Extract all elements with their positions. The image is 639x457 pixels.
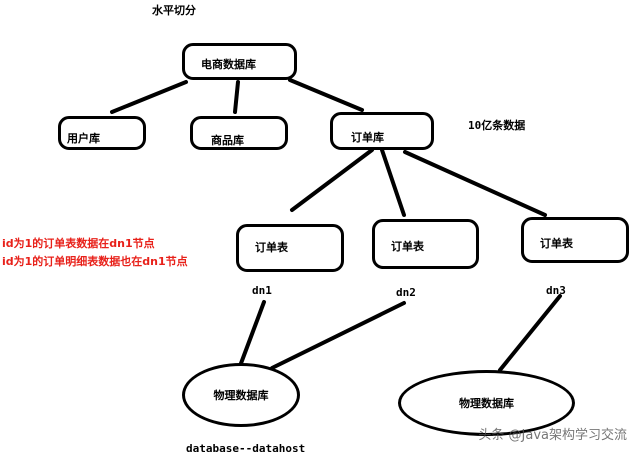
diagram-title: 水平切分 <box>152 4 196 17</box>
ecommerce-database-node: 电商数据库 <box>182 43 297 80</box>
order-table-node-2: 订单表 <box>372 219 479 269</box>
node-label-dn1: dn1 <box>252 284 272 297</box>
database-datahost-mapping-label: database--datahost <box>186 442 306 455</box>
order-table-label-3: 订单表 <box>540 237 573 250</box>
edge-order-table3 <box>403 150 547 217</box>
order-table-node-3: 订单表 <box>521 217 629 263</box>
physical-database-node-1: 物理数据库 <box>182 363 300 427</box>
ecommerce-database-label: 电商数据库 <box>201 58 256 71</box>
order-table-label-1: 订单表 <box>255 241 288 254</box>
edge-root-product <box>233 80 240 114</box>
order-database-node: 订单库 <box>330 112 434 150</box>
edge-root-order <box>288 78 364 112</box>
edge-order-table1 <box>290 148 374 212</box>
user-database-node: 用户库 <box>58 116 146 150</box>
edge-dn3-physical2 <box>498 294 562 372</box>
product-database-node: 商品库 <box>190 116 288 150</box>
order-database-label: 订单库 <box>351 131 384 144</box>
edge-order-table2 <box>380 148 406 217</box>
node-label-dn2: dn2 <box>396 286 416 299</box>
order-table-node-1: 订单表 <box>236 224 344 272</box>
watermark: 头条 @Java架构学习交流 <box>478 428 627 443</box>
product-database-label: 商品库 <box>211 134 244 147</box>
edge-root-user <box>110 80 188 114</box>
note-line-2: id为1的订单明细表数据也在dn1节点 <box>2 255 188 268</box>
note-line-1: id为1的订单表数据在dn1节点 <box>2 237 155 250</box>
node-label-dn3: dn3 <box>546 284 566 297</box>
physical-database-label-2: 物理数据库 <box>459 397 514 410</box>
edge-dn2-physical1 <box>270 301 406 370</box>
row-count-label: 10亿条数据 <box>468 119 526 132</box>
user-database-label: 用户库 <box>67 132 100 145</box>
edge-dn1-physical1 <box>238 300 266 368</box>
order-table-label-2: 订单表 <box>391 240 424 253</box>
physical-database-label-1: 物理数据库 <box>213 389 269 402</box>
physical-database-node-2: 物理数据库 <box>398 370 575 436</box>
